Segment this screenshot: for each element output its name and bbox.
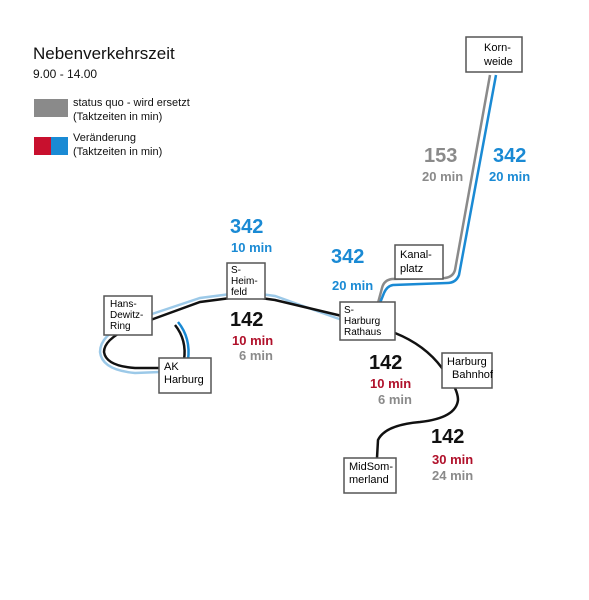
route-142-south-line (375, 331, 460, 459)
legend-swatch-status-quo (34, 99, 68, 117)
route-153-number: 153 (424, 145, 457, 167)
legend-label-change: Veränderung (Taktzeiten in min) (73, 132, 163, 158)
svg-text:Hans-Dewitz-Ring: Hans-Dewitz-Ring (110, 299, 143, 332)
station-heimfeld-line3: feld (231, 287, 247, 298)
route-153-interval: 20 min (422, 169, 463, 184)
route-342-branch-line (177, 321, 190, 361)
station-kornweide-line1: Korn- (484, 42, 511, 54)
station-midsommerland-line2: merland (349, 474, 389, 486)
route-342-east-line (378, 74, 498, 304)
route-342-east-interval: 20 min (489, 169, 530, 184)
station-hans-dewitz-line2: Dewitz- (110, 310, 143, 321)
legend-label-status-quo: status quo - wird ersetzt (Taktzeiten in… (73, 97, 190, 123)
station-hans-dewitz-line3: Ring (110, 321, 131, 332)
route-142-mid-old-interval: 6 min (378, 392, 412, 407)
route-142-branch-line (174, 324, 186, 361)
station-rathaus-line2: Harburg (344, 316, 380, 327)
route-142-west-new-interval: 10 min (232, 333, 273, 348)
station-rathaus-line3: Rathaus (344, 327, 381, 338)
station-rathaus-line1: S- (344, 305, 354, 316)
route-142-mid-number: 142 (369, 352, 402, 374)
station-midsommerland-line1: MidSom- (349, 461, 393, 473)
map-title: Nebenverkehrszeit (33, 44, 175, 63)
station-hans-dewitz-line1: Hans- (110, 299, 137, 310)
route-142-mid-new-interval: 10 min (370, 376, 411, 391)
route-142-west-number: 142 (230, 309, 263, 331)
route-342-west-number: 342 (230, 216, 263, 238)
station-hans-dewitz-ring: Hans-Dewitz-Ring (103, 295, 153, 336)
station-heimfeld: S-Heim-feld (226, 262, 266, 300)
route-342-east-number: 342 (493, 145, 526, 167)
station-bahnhof-line1: Harburg (447, 356, 487, 368)
legend-swatch-change (34, 137, 68, 155)
svg-text:Korn-weide: Korn-weide (483, 42, 513, 68)
svg-text:MidSom-merland: MidSom-merland (349, 461, 393, 486)
station-ak-harburg-line2: Harburg (164, 374, 204, 386)
station-kornweide: Korn-weide (465, 36, 523, 73)
station-bahnhof-line2: Bahnhof (452, 369, 494, 381)
route-142-south-number: 142 (431, 426, 464, 448)
svg-text:Kanal-platz: Kanal-platz (400, 249, 432, 275)
station-kornweide-line2: weide (483, 56, 513, 68)
station-kanalplatz-line1: Kanal- (400, 249, 432, 261)
svg-text:S-Heim-feld: S-Heim-feld (231, 265, 258, 298)
station-heimfeld-line2: Heim- (231, 276, 258, 287)
map-subtitle: 9.00 - 14.00 (33, 67, 98, 81)
route-142-west-old-interval: 6 min (239, 348, 273, 363)
route-342-west-interval: 10 min (231, 240, 272, 255)
station-kanalplatz: Kanal-platz (394, 244, 444, 280)
route-342-mid-interval: 20 min (332, 278, 373, 293)
station-heimfeld-line1: S- (231, 265, 241, 276)
station-ak-harburg-line1: AK (164, 361, 179, 373)
route-142-south-new-interval: 30 min (432, 452, 473, 467)
route-342-mid-number: 342 (331, 246, 364, 268)
station-kanalplatz-line2: platz (400, 263, 423, 275)
route-142-south-old-interval: 24 min (432, 468, 473, 483)
station-midsommerland: MidSom-merland (343, 457, 397, 494)
